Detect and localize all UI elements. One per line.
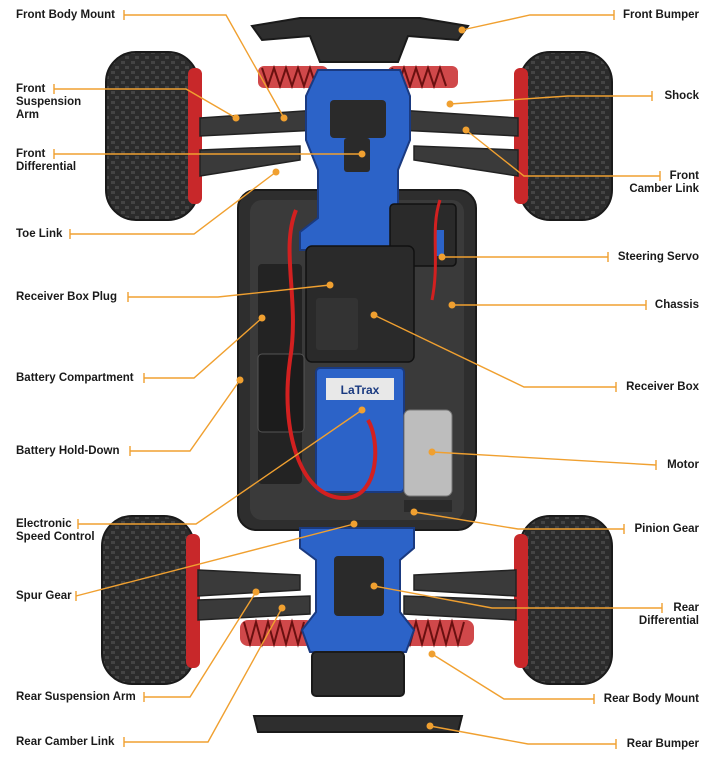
label-rear-suspension-arm: Rear Suspension Arm [16,691,136,703]
leader-front-bumper [461,14,614,31]
label-spur-gear: Spur Gear [16,590,72,602]
label-shock: Shock [664,90,699,102]
label-chassis: Chassis [654,299,699,311]
leader-spur-gear [75,523,355,597]
leader-battery-compartment [144,317,263,379]
esc-sticker-text: LaTrax [341,383,380,397]
label-steering-servo: Steering Servo [617,251,699,263]
leader-pinion-gear [413,511,624,530]
leader-rear-differential [373,585,662,609]
label-pinion-gear: Pinion Gear [634,523,699,535]
label-toe-link: Toe Link [16,228,63,240]
label-electronic-speed-control: Electronic Speed Control [16,518,95,543]
leader-dot-receiver-box-plug [326,281,334,289]
leader-dot-battery-compartment [258,314,266,322]
leader-rear-body-mount [431,653,594,700]
leader-front-body-mount [124,14,285,119]
label-front-body-mount: Front Body Mount [16,9,116,21]
label-front-bumper: Front Bumper [622,9,699,21]
label-rear-bumper: Rear Bumper [626,738,699,750]
rear-bumper-shape [252,715,464,733]
label-motor: Motor [667,459,699,471]
rear-body-mount-shape [311,651,405,697]
leader-dot-motor [428,448,436,456]
label-rear-camber-link: Rear Camber Link [16,736,115,748]
label-battery-hold-down: Battery Hold-Down [16,445,120,457]
leader-dot-pinion-gear [410,508,418,516]
leader-front-camber-link [465,129,660,177]
leader-toe-link [70,171,277,235]
leader-dot-electronic-speed-control [358,406,366,414]
label-front-camber-link: Front Camber Link [629,170,699,195]
leader-receiver-box-plug [128,284,331,298]
label-front-differential: Front Differential [16,148,77,173]
label-receiver-box: Receiver Box [626,381,699,393]
leader-dot-shock [446,100,454,108]
rear-shocks [240,618,474,648]
leader-dot-front-suspension-arm [232,114,240,122]
label-battery-compartment: Battery Compartment [16,372,134,384]
rear-left-wheel [101,515,200,685]
label-rear-differential: Rear Differential [638,602,699,627]
leader-dot-rear-camber-link [278,604,286,612]
leader-electronic-speed-control [78,409,363,525]
leader-dot-steering-servo [438,253,446,261]
front-right-wheel [514,51,613,221]
leader-dot-rear-body-mount [428,650,436,658]
battery-plug-shape [257,353,305,433]
front-left-wheel [105,51,202,221]
leader-dot-receiver-box [370,311,378,319]
label-front-suspension-arm: Front Suspension Arm [16,83,82,121]
leader-dot-rear-differential [370,582,378,590]
leader-motor [431,451,657,466]
leader-receiver-box [373,314,616,388]
front-bumper-shape [250,17,470,63]
rear-arms [197,569,517,621]
leader-rear-camber-link [124,607,283,743]
leader-front-suspension-arm [54,88,237,119]
leader-dot-front-differential [358,150,366,158]
leader-dot-toe-link [272,168,280,176]
wires [285,209,378,501]
leader-dot-rear-suspension-arm [252,588,260,596]
leader-rear-bumper [429,725,616,745]
leader-shock [449,95,652,105]
leader-dot-battery-hold-down [236,376,244,384]
leader-dot-front-bumper [458,26,466,34]
leader-dot-front-camber-link [462,126,470,134]
rear-right-wheel [514,515,613,685]
leader-rear-suspension-arm [144,591,257,698]
leader-dot-spur-gear [350,520,358,528]
label-receiver-box-plug: Receiver Box Plug [16,291,117,303]
leader-dot-rear-bumper [426,722,434,730]
leader-battery-hold-down [130,379,241,452]
leader-lines [53,10,663,749]
label-rear-body-mount: Rear Body Mount [603,693,699,705]
leader-dot-front-body-mount [280,114,288,122]
leader-dot-chassis [448,301,456,309]
